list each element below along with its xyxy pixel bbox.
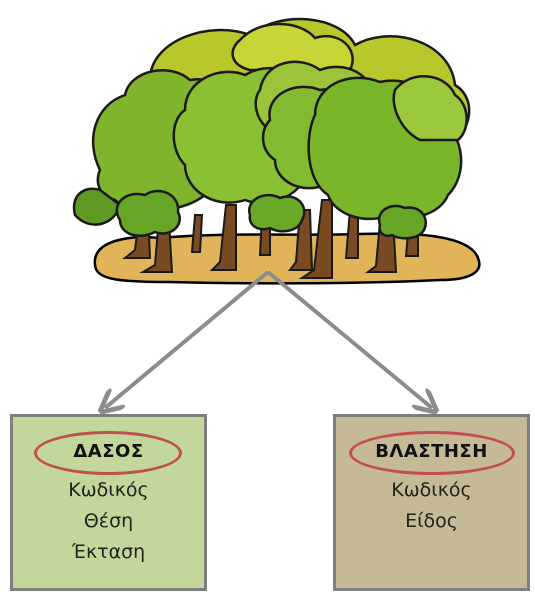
entity-fields: Κωδικός Είδος <box>391 475 471 537</box>
entity-field: Κωδικός <box>391 479 472 501</box>
entity-field: Είδος <box>405 510 458 532</box>
arrow-to-vegetation <box>266 270 432 408</box>
front-canopies <box>72 60 468 240</box>
entity-field: Θέση <box>83 510 134 532</box>
entity-title-wrap: ΒΛΑΣΤΗΣΗ <box>348 431 515 475</box>
entity-box-vegetation: ΒΛΑΣΤΗΣΗ Κωδικός Είδος <box>333 414 530 591</box>
entity-box-forest: ΔΑΣΟΣ Κωδικός Θέση Έκταση <box>10 414 207 591</box>
ground-patch <box>93 232 481 285</box>
title-highlight-oval <box>34 431 183 475</box>
forest-illustration <box>72 17 481 285</box>
entity-title: ΒΛΑΣΤΗΣΗ <box>375 440 488 462</box>
entity-field: Έκταση <box>71 541 146 563</box>
title-highlight-oval <box>348 431 515 475</box>
arrow-to-forest <box>105 270 270 408</box>
entity-title: ΔΑΣΟΣ <box>73 440 144 462</box>
entity-field: Κωδικός <box>68 479 149 501</box>
entity-title-wrap: ΔΑΣΟΣ <box>34 431 183 475</box>
entity-fields: Κωδικός Θέση Έκταση <box>68 475 148 568</box>
